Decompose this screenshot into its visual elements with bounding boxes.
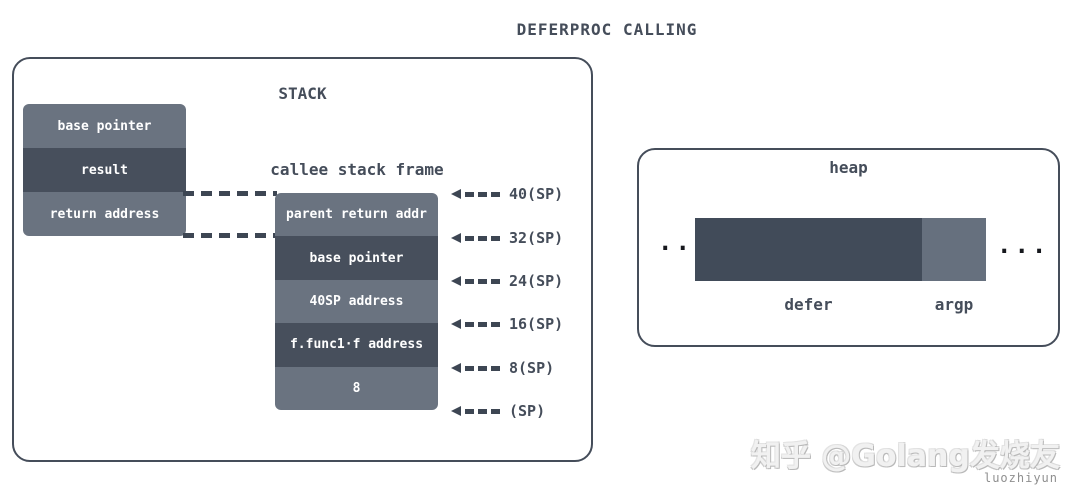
heap-defer-label: defer	[784, 295, 833, 314]
callee-cell-parent-return-addr: parent return addr	[275, 193, 438, 237]
callee-frame-title: callee stack frame	[270, 160, 444, 179]
sp-marker-label: 24(SP)	[509, 272, 564, 290]
arrow-left-icon	[451, 363, 500, 373]
callee-cell-8: 8	[275, 366, 438, 410]
page-title: DEFERPROC CALLING	[516, 20, 698, 39]
sp-marker-row: (SP)	[451, 402, 545, 420]
stack-cell-base-pointer: base pointer	[23, 104, 186, 148]
caller-stack-column: base pointer result return address	[23, 104, 186, 236]
heap-segment-defer	[695, 218, 922, 281]
stack-cell-return-address: return address	[23, 192, 186, 236]
callee-cell-base-pointer: base pointer	[275, 236, 438, 280]
callee-stack-column: parent return addr base pointer 40SP add…	[275, 193, 438, 410]
sp-marker-label: (SP)	[509, 402, 546, 420]
heap-ellipsis-right: ...	[997, 231, 1050, 259]
stack-title: STACK	[278, 84, 327, 103]
sp-marker-row: 8(SP)	[451, 359, 554, 377]
sp-marker-label: 40(SP)	[509, 185, 564, 203]
arrow-left-icon	[451, 189, 500, 199]
arrow-left-icon	[451, 276, 500, 286]
sp-marker-label: 16(SP)	[509, 315, 564, 333]
heap-argp-label: argp	[934, 295, 974, 314]
heap-title: heap	[829, 158, 868, 177]
arrow-left-icon	[451, 233, 500, 243]
sp-marker-label: 32(SP)	[509, 229, 564, 247]
heap-segment-argp	[922, 218, 986, 281]
stack-cell-result: result	[23, 148, 186, 192]
dashed-connector-bottom	[183, 233, 277, 238]
arrow-left-icon	[451, 406, 500, 416]
dashed-connector-top	[183, 191, 277, 196]
sp-marker-row: 24(SP)	[451, 272, 563, 290]
callee-cell-40sp-address: 40SP address	[275, 279, 438, 324]
watermark-author: luozhiyun	[983, 471, 1058, 485]
arrow-left-icon	[451, 319, 500, 329]
sp-marker-row: 40(SP)	[451, 185, 563, 203]
sp-marker-row: 32(SP)	[451, 229, 563, 247]
sp-marker-row: 16(SP)	[451, 315, 563, 333]
heap-memory-row	[695, 218, 986, 281]
watermark-text: 知乎 @Golang发烧友	[750, 439, 1060, 474]
callee-cell-ffunc1-address: f.func1·f address	[275, 323, 438, 367]
sp-marker-label: 8(SP)	[509, 359, 555, 377]
